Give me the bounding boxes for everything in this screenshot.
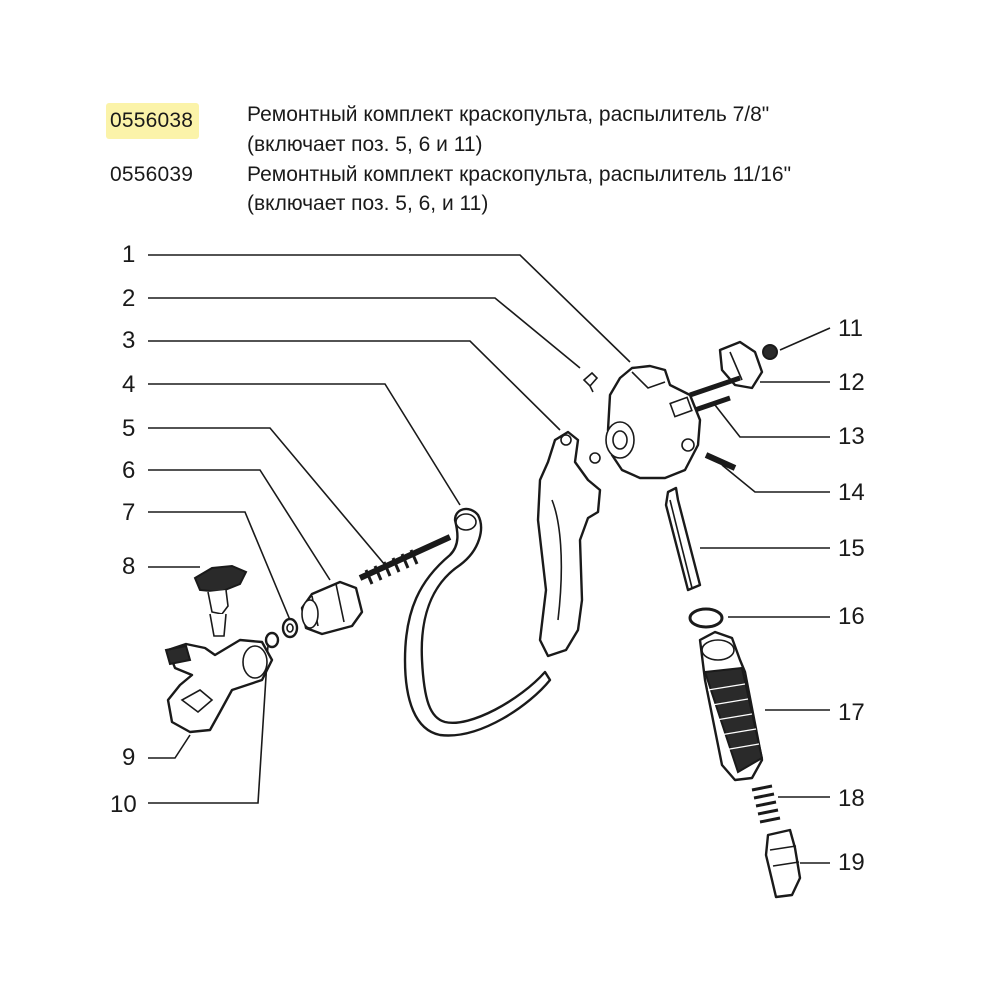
kit-includes-1: (включает поз. 5, 6 и 11)	[247, 133, 483, 156]
leader-11	[779, 327, 831, 351]
part-nut-11	[762, 344, 778, 360]
kit-includes-2: (включает поз. 5, 6, и 11)	[247, 192, 489, 215]
callout-10: 10	[110, 791, 137, 818]
callout-1: 1	[122, 241, 135, 268]
callout-12: 12	[838, 369, 865, 396]
kit-code-1: 0556038	[106, 103, 200, 139]
callout-8: 8	[122, 553, 135, 580]
callout-16: 16	[838, 603, 865, 630]
callout-14: 14	[838, 479, 865, 506]
callout-5: 5	[122, 415, 135, 442]
part-gun-head	[605, 364, 702, 480]
part-screw-14	[704, 452, 737, 471]
leader-4	[148, 383, 461, 506]
callout-18: 18	[838, 785, 865, 812]
part-seat-housing	[300, 580, 364, 636]
leader-lines-left	[148, 254, 631, 804]
leader-7	[148, 511, 291, 621]
kit-description-1: Ремонтный комплект краскопульта, распыли…	[247, 103, 770, 126]
part-swivel-19	[764, 828, 802, 899]
leader-6	[148, 469, 331, 581]
part-oring-16	[688, 607, 724, 629]
callout-13: 13	[838, 423, 865, 450]
leader-9	[148, 734, 191, 759]
leader-lines-right	[700, 327, 831, 864]
kit-code-2: 0556039	[110, 163, 194, 186]
callout-6: 6	[122, 457, 135, 484]
callout-15: 15	[838, 535, 865, 562]
part-spring-18	[751, 784, 781, 824]
part-needle-assembly	[358, 534, 452, 585]
part-trigger	[536, 430, 602, 658]
leader-10	[148, 644, 269, 804]
part-reversible-tip	[193, 564, 248, 637]
part-handle-grip	[698, 630, 764, 782]
part-seal-10	[264, 631, 280, 649]
callout-11: 11	[838, 315, 863, 342]
callout-9: 9	[122, 744, 135, 771]
callout-17: 17	[838, 699, 865, 726]
callout-2: 2	[122, 285, 135, 312]
callout-3: 3	[122, 327, 135, 354]
part-tip-guard	[164, 638, 274, 734]
kit-description-2: Ремонтный комплект краскопульта, распыли…	[247, 163, 792, 186]
part-screw-2	[582, 371, 599, 393]
leader-3	[148, 340, 561, 431]
leader-14	[721, 464, 830, 493]
leader-5	[148, 427, 386, 566]
leader-13	[714, 404, 830, 438]
leader-2	[148, 297, 581, 369]
part-gasket-7	[281, 617, 299, 639]
part-hanger	[718, 340, 764, 390]
callout-7: 7	[122, 499, 135, 526]
leader-1	[148, 254, 631, 363]
callout-4: 4	[122, 371, 135, 398]
part-tube-15	[664, 486, 702, 592]
part-trigger-guard	[403, 507, 552, 737]
part-pin-13	[689, 375, 741, 413]
callout-19: 19	[838, 849, 865, 876]
